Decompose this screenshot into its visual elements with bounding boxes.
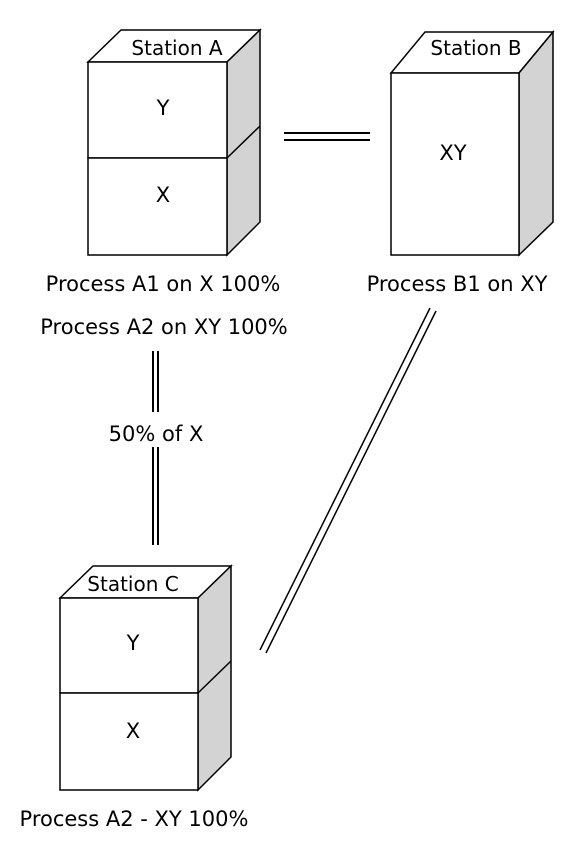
station-a-front-top: [87, 61, 228, 159]
station-a-caption-1: Process A1 on X 100%: [46, 272, 281, 296]
station-a-top-label: Y: [156, 96, 170, 120]
station-a: Station A Y X: [86, 28, 262, 257]
link-a-b: [284, 132, 370, 141]
station-c-bottom-label: X: [126, 719, 140, 743]
station-c-caption-1: Process A2 - XY 100%: [20, 807, 249, 831]
station-b-title: Station B: [430, 36, 521, 60]
link-b-c: [259, 307, 437, 654]
station-c: Station C Y X: [58, 564, 233, 792]
station-b-label: XY: [439, 141, 466, 165]
station-a-bottom-label: X: [156, 183, 170, 207]
station-b-caption-1: Process B1 on XY: [367, 272, 548, 296]
station-a-caption-2: Process A2 on XY 100%: [40, 315, 288, 339]
station-a-front-bottom: [87, 157, 228, 256]
station-b-front: [390, 72, 520, 256]
link-a-c-label: 50% of X: [109, 422, 204, 446]
station-c-title: Station C: [87, 572, 178, 596]
station-c-front-bottom: [59, 692, 199, 791]
station-c-front-top: [59, 597, 199, 694]
station-b: Station B XY: [389, 29, 555, 257]
station-c-top-label: Y: [126, 631, 140, 655]
station-a-title: Station A: [131, 36, 222, 60]
link-a-c: [152, 351, 159, 545]
